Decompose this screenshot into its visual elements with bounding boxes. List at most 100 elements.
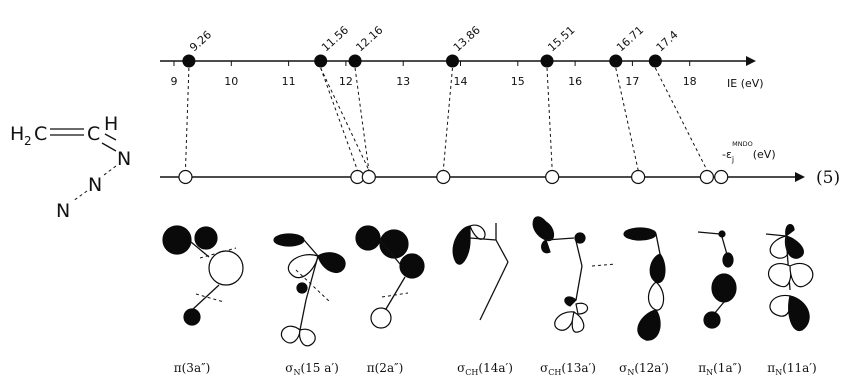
- atom-c1: C: [34, 123, 47, 145]
- lobe: [718, 230, 726, 238]
- bond: [575, 240, 583, 267]
- measured-ie-point: [609, 54, 623, 68]
- bond: [379, 239, 401, 265]
- lobe: [399, 253, 425, 279]
- mndo-point: [699, 169, 714, 185]
- measured-ie-point: [314, 54, 328, 68]
- node-line: [591, 263, 617, 267]
- lobe: [575, 302, 589, 315]
- mndo-point: [714, 169, 729, 185]
- orbital-label: πN(11a′): [767, 361, 816, 377]
- lobe: [574, 232, 586, 244]
- bond: [303, 239, 319, 257]
- lobe: [162, 225, 192, 255]
- orbital-labels: π(3a″)σN(15 a′)π(2a″)σCH(14a′)σCH(13a′)σ…: [174, 361, 817, 377]
- measured-ie-point: [540, 54, 554, 68]
- n-n-bond-1: [103, 165, 117, 176]
- bond: [765, 233, 787, 237]
- ie-tick-label: 10: [224, 75, 238, 88]
- orbital-label: πN(1a″): [698, 361, 742, 377]
- lobe: [317, 252, 346, 273]
- lobe: [784, 235, 804, 259]
- orbital-sketch-pi-2a: [355, 225, 425, 329]
- node-line: [195, 293, 225, 303]
- atom-h2: H: [10, 123, 24, 145]
- bond: [479, 261, 509, 321]
- lobe: [788, 295, 810, 332]
- lobe: [623, 227, 657, 241]
- lobe: [299, 328, 316, 347]
- bond: [190, 241, 210, 258]
- orbital-sketch-pi-n-1a: [697, 230, 737, 329]
- equation-number: (5): [816, 168, 840, 188]
- lobe: [554, 311, 575, 331]
- measured-ie-value: 9.26: [187, 28, 214, 54]
- atom-n1: N: [117, 148, 131, 170]
- orbital-sketch-sigma-n-15a: [273, 233, 346, 347]
- measured-ie-point: [648, 54, 662, 68]
- bond: [697, 231, 721, 235]
- lobe: [296, 282, 308, 294]
- lobe: [452, 225, 471, 265]
- measured-ie-value: 13.86: [451, 23, 483, 54]
- ie-tick-label: 15: [511, 75, 525, 88]
- measured-ie-point: [445, 54, 459, 68]
- lobe: [273, 233, 305, 247]
- correlation-line: [546, 67, 553, 171]
- atom-n2: N: [88, 174, 102, 196]
- orbital-label: σCH(13a′): [540, 361, 596, 377]
- bond: [305, 255, 319, 301]
- lobe: [785, 224, 795, 238]
- correlation-line: [354, 67, 370, 171]
- lobe: [194, 226, 218, 250]
- bond: [385, 276, 406, 310]
- bond: [545, 237, 575, 241]
- lobe: [647, 281, 665, 311]
- ie-tick-label: 17: [625, 75, 639, 88]
- correlation-line: [654, 67, 708, 171]
- measured-ie-value: 11.56: [319, 23, 351, 54]
- orbital-sketch-sigma-n-12a: [623, 227, 666, 341]
- atom-h: H: [104, 113, 118, 135]
- bond: [655, 233, 661, 255]
- orbital-label: π(3a″): [174, 361, 211, 375]
- lobe: [703, 311, 721, 329]
- correlation-line: [320, 67, 358, 171]
- ie-axis-unit-label: IE (eV): [727, 77, 764, 90]
- node-line: [381, 292, 409, 298]
- lobe: [649, 253, 666, 283]
- bond: [495, 239, 509, 263]
- orbital-sketch-sigma-ch-14a: [452, 223, 509, 321]
- ie-tick-label: 11: [282, 75, 296, 88]
- lobe: [711, 273, 737, 303]
- ie-tick-label: 13: [396, 75, 410, 88]
- mndo-axis: -εjMNDO(eV) (5): [160, 140, 840, 188]
- lobe: [370, 307, 392, 329]
- correlation-line: [184, 67, 190, 171]
- orbital-sketch-sigma-ch-13a: [532, 216, 617, 333]
- lobe: [637, 309, 661, 341]
- measured-ie-value: 12.16: [353, 23, 385, 54]
- mndo-point: [178, 169, 193, 185]
- mndo-point: [545, 169, 560, 185]
- orbital-sketch-pi-3a: [162, 225, 244, 326]
- orbital-label: π(2a″): [367, 361, 404, 375]
- mndo-axis-arrow: [795, 172, 805, 182]
- mndo-point: [436, 169, 451, 185]
- correlation-line: [442, 67, 453, 171]
- vinyl-azide-structure: H 2 C C H N N N: [10, 113, 131, 222]
- lobe: [768, 263, 792, 288]
- atom-h2-subscript: 2: [24, 134, 32, 148]
- mndo-point: [631, 169, 646, 185]
- measured-ie-value: 17.4: [654, 28, 681, 54]
- lobe: [541, 239, 551, 254]
- measured-ie-point: [348, 54, 362, 68]
- lobe: [769, 294, 792, 317]
- lobe: [183, 308, 201, 326]
- orbital-label: σCH(14a′): [457, 361, 513, 377]
- measured-ie-point: [182, 54, 196, 68]
- atom-n3: N: [56, 200, 70, 222]
- ie-tick-label: 16: [568, 75, 582, 88]
